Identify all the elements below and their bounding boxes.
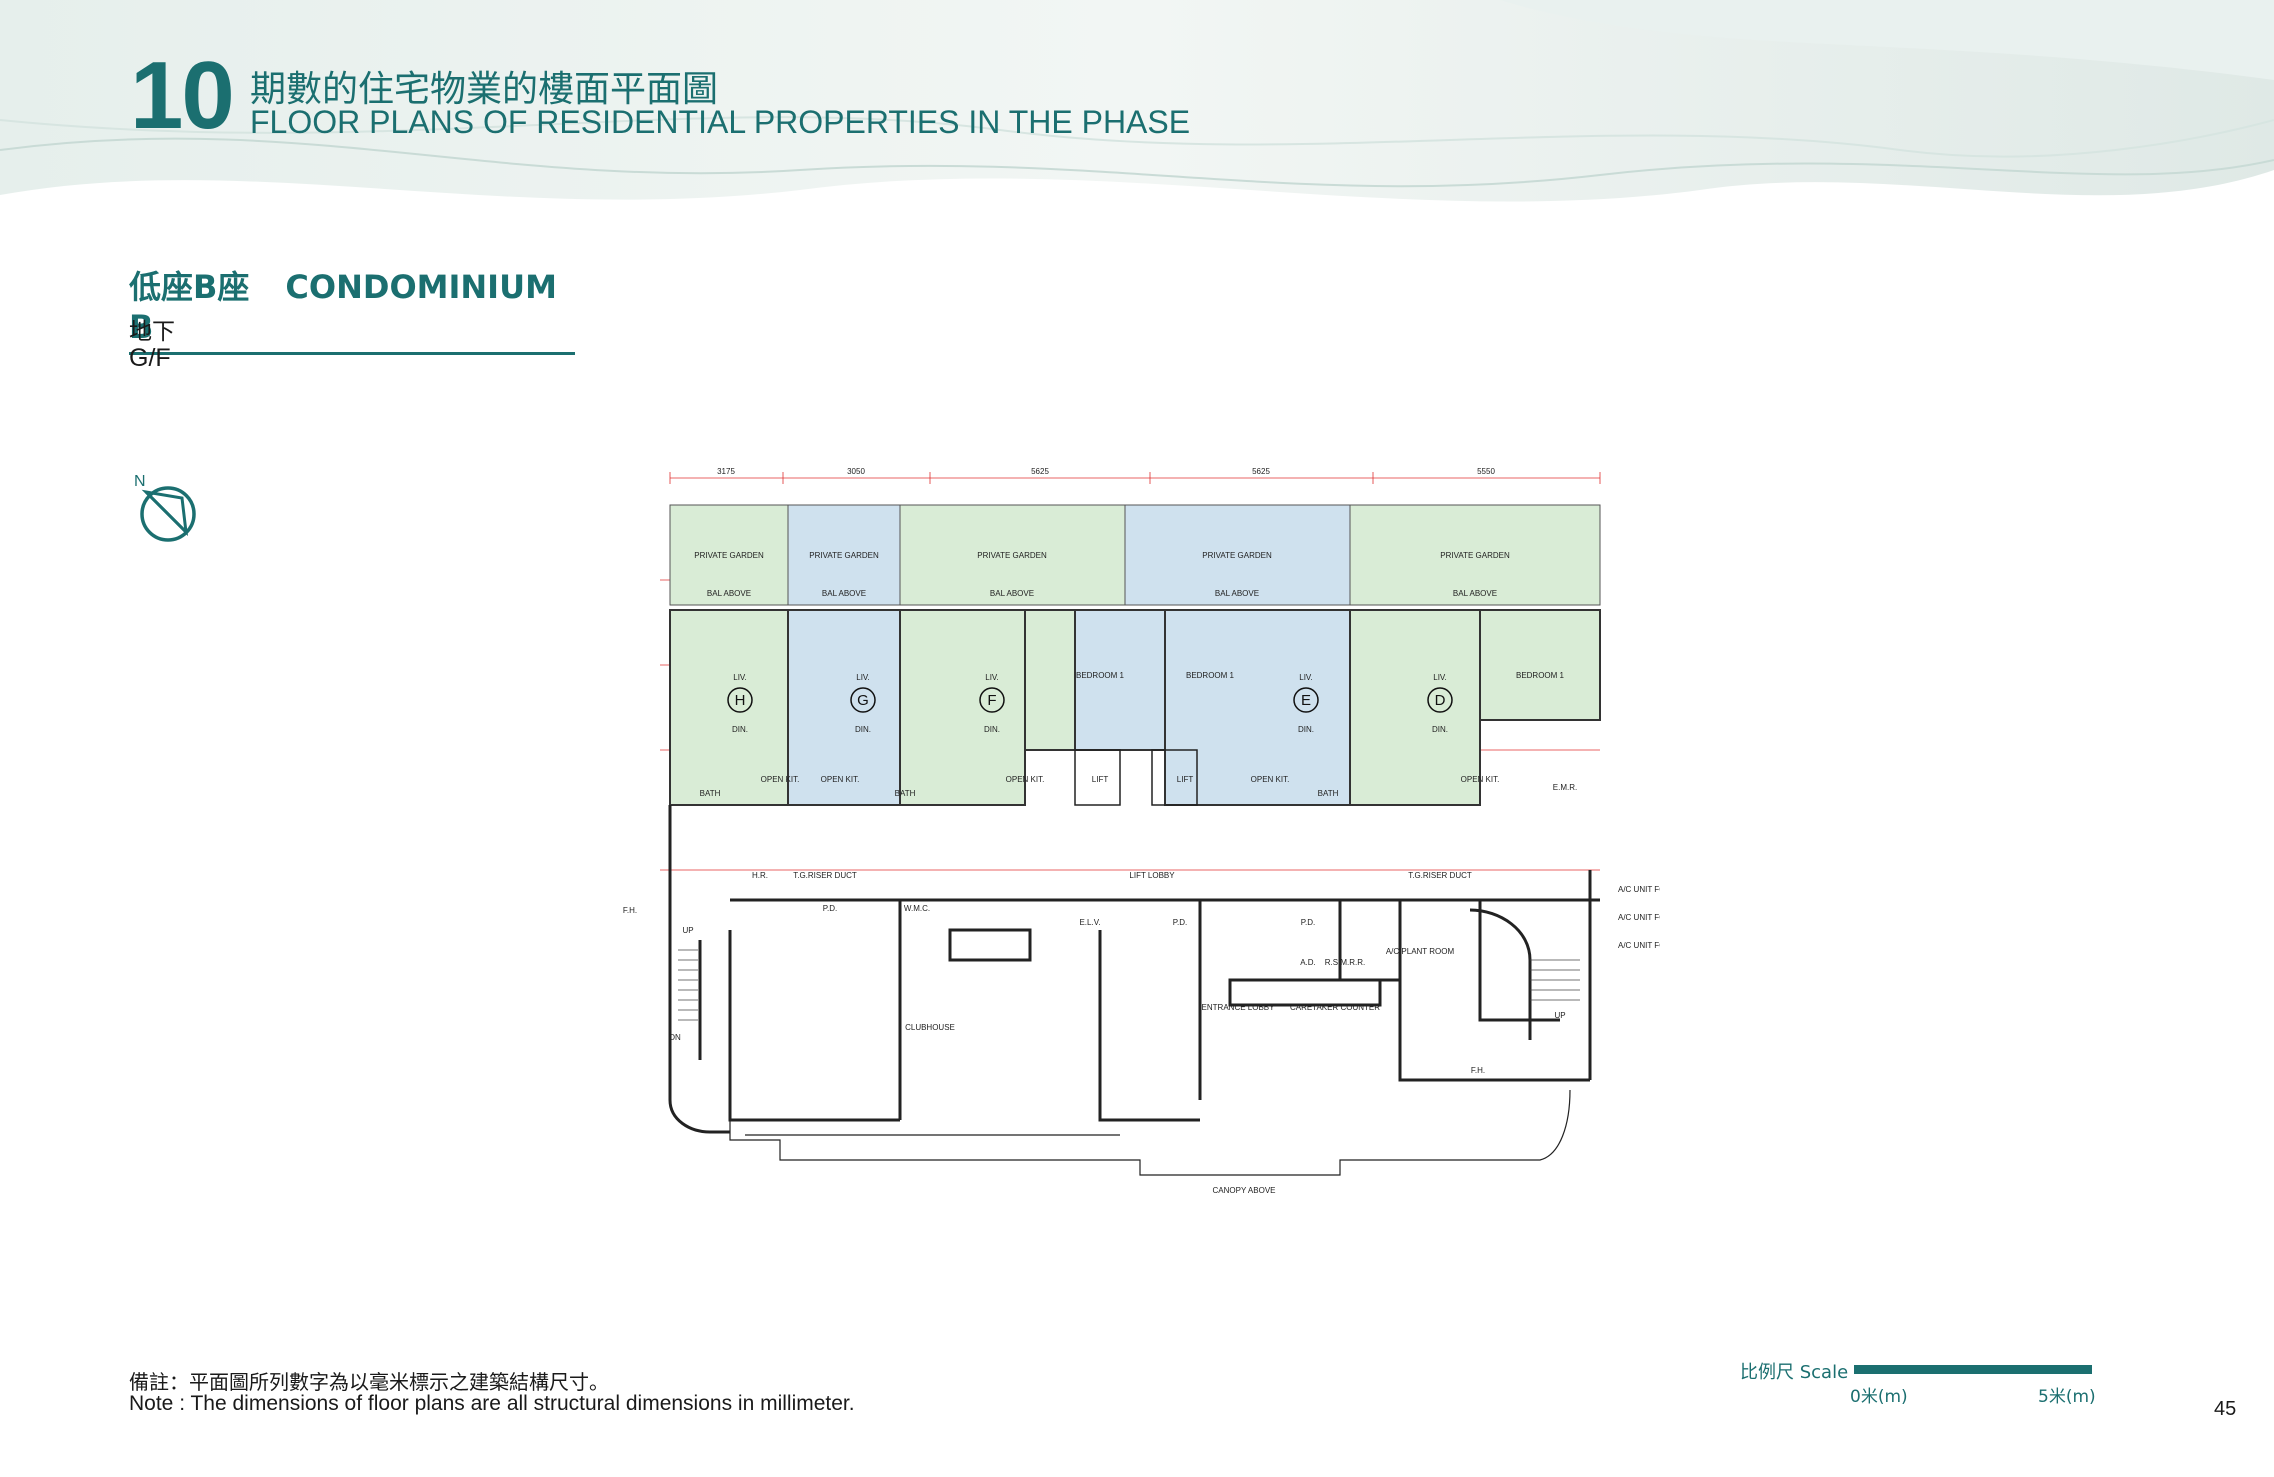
caretaker-label: CARETAKER COUNTER bbox=[1290, 1003, 1380, 1012]
ac-legend-item: A/C UNIT FOR FLAT D bbox=[1618, 941, 1660, 950]
room-label: LIFT LOBBY bbox=[1129, 871, 1175, 880]
bal-label: BAL ABOVE bbox=[1453, 589, 1497, 598]
section-title-cn: 期數的住宅物業的樓面平面圖 bbox=[250, 69, 719, 110]
garden-label: PRIVATE GARDEN bbox=[977, 551, 1047, 560]
room-label: BATH bbox=[895, 789, 916, 798]
room-label: DIN. bbox=[984, 725, 1000, 734]
top-dimensions: 3175 3050 5625 5625 5550 bbox=[717, 467, 1495, 476]
header-wave-banner bbox=[0, 0, 2274, 202]
entrance-lobby-label: ENTRANCE LOBBY bbox=[1202, 1003, 1276, 1012]
room-label: LIV. bbox=[1299, 673, 1313, 682]
outer-boundary bbox=[729, 1089, 1571, 1176]
room-label: BATH bbox=[700, 789, 721, 798]
garden-labels: PRIVATE GARDEN PRIVATE GARDEN PRIVATE GA… bbox=[694, 551, 1510, 598]
room-label: H.R. bbox=[752, 871, 768, 880]
room-label: OPEN KIT. bbox=[1251, 775, 1290, 784]
dim-label: 3050 bbox=[847, 467, 865, 476]
garden-label: PRIVATE GARDEN bbox=[1202, 551, 1272, 560]
room-label: LIV. bbox=[856, 673, 870, 682]
garden-label: PRIVATE GARDEN bbox=[1440, 551, 1510, 560]
note-cn: 備註：平面圖所列數字為以毫米標示之建築結構尺寸。 bbox=[129, 1370, 609, 1394]
room-label: OPEN KIT. bbox=[1006, 775, 1045, 784]
lower-walls bbox=[668, 805, 1600, 1134]
page-number: 45 bbox=[2214, 1398, 2237, 1420]
scale-zero-label: 0米(m) bbox=[1850, 1387, 1908, 1407]
garden-label: PRIVATE GARDEN bbox=[694, 551, 764, 560]
unit-letter: G bbox=[857, 692, 869, 709]
room-label: BATH bbox=[1318, 789, 1339, 798]
room-label: W.M.C. bbox=[904, 904, 930, 913]
room-label: LIFT bbox=[1092, 775, 1109, 784]
stair-label: UP bbox=[682, 926, 693, 935]
scale-bar-graphic bbox=[1854, 1365, 2092, 1374]
lift-shafts bbox=[1074, 749, 1198, 806]
room-label: LIV. bbox=[733, 673, 747, 682]
room-label: P.D. bbox=[1173, 918, 1188, 927]
note-en: Note : The dimensions of floor plans are… bbox=[129, 1392, 855, 1415]
room-label: LIV. bbox=[1433, 673, 1447, 682]
section-number: 10 bbox=[130, 42, 235, 149]
stair-hatch bbox=[678, 949, 1580, 1021]
stair-label: DN bbox=[669, 1033, 681, 1042]
room-label: A.D. bbox=[1300, 958, 1316, 967]
unit-letters: H G F E D bbox=[727, 687, 1453, 713]
scale-bar: 比例尺 Scale 0米(m) 5米(m) bbox=[1740, 1358, 2120, 1408]
dim-label: 5625 bbox=[1252, 467, 1270, 476]
floor-label-cn: 地下 bbox=[129, 319, 175, 345]
room-label: P.D. bbox=[823, 904, 838, 913]
room-label: BEDROOM 1 bbox=[1076, 671, 1125, 680]
dim-label: 5625 bbox=[1031, 467, 1049, 476]
bal-label: BAL ABOVE bbox=[822, 589, 866, 598]
canopy-label: CANOPY ABOVE bbox=[1213, 1186, 1276, 1195]
section-title-en: FLOOR PLANS OF RESIDENTIAL PROPERTIES IN… bbox=[250, 104, 1191, 140]
room-label: LIV. bbox=[985, 673, 999, 682]
room-labels: LIV. LIV. LIV. LIV. LIV. DIN. DIN. DIN. … bbox=[623, 671, 1577, 1195]
ac-legend-item: A/C UNIT FOR FLAT E & F bbox=[1618, 913, 1660, 922]
private-gardens bbox=[669, 504, 1601, 606]
unit-letter: F bbox=[987, 692, 996, 709]
compass-label: N bbox=[134, 473, 146, 490]
room-label: BEDROOM 1 bbox=[1186, 671, 1235, 680]
dim-label: 3175 bbox=[717, 467, 735, 476]
unit-letter: E bbox=[1301, 692, 1311, 709]
floor-plan: 3175 3050 5625 5625 5550 PRIVATE GARDEN … bbox=[623, 467, 1660, 1195]
room-label: BEDROOM 1 bbox=[1516, 671, 1565, 680]
bal-label: BAL ABOVE bbox=[1215, 589, 1259, 598]
scale-label: 比例尺 Scale bbox=[1740, 1362, 1849, 1383]
room-label: R.S.M.R.R. bbox=[1325, 958, 1365, 967]
scale-five-label: 5米(m) bbox=[2038, 1387, 2096, 1407]
room-label: DIN. bbox=[732, 725, 748, 734]
room-label: OPEN KIT. bbox=[821, 775, 860, 784]
garden-label: PRIVATE GARDEN bbox=[809, 551, 879, 560]
fh-label: F.H. bbox=[623, 906, 637, 915]
ac-legend-item: A/C UNIT FOR FLAT G & H bbox=[1618, 885, 1660, 894]
bal-label: BAL ABOVE bbox=[990, 589, 1034, 598]
bal-label: BAL ABOVE bbox=[707, 589, 751, 598]
north-compass-icon: N bbox=[134, 473, 196, 542]
dim-label: 5550 bbox=[1477, 467, 1495, 476]
room-label: A/C PLANT ROOM bbox=[1386, 947, 1455, 956]
room-label: P.D. bbox=[1301, 918, 1316, 927]
room-label: T.G.RISER DUCT bbox=[1408, 871, 1472, 880]
room-label: E.M.R. bbox=[1553, 783, 1577, 792]
unit-letter: H bbox=[735, 692, 746, 709]
floor-label-en: G/F bbox=[129, 344, 171, 372]
room-label: E.L.V. bbox=[1079, 918, 1100, 927]
room-label: DIN. bbox=[1298, 725, 1314, 734]
room-label: LIFT bbox=[1177, 775, 1194, 784]
block-title-cn: 低座B座 bbox=[129, 268, 250, 306]
room-label: OPEN KIT. bbox=[1461, 775, 1500, 784]
stair-label: UP bbox=[1554, 1011, 1565, 1020]
fh-label: F.H. bbox=[1471, 1066, 1485, 1075]
room-label: DIN. bbox=[855, 725, 871, 734]
block-title-en: CONDOMINIUM B bbox=[129, 268, 557, 346]
clubhouse-label: CLUBHOUSE bbox=[905, 1023, 955, 1032]
unit-letter: D bbox=[1435, 692, 1446, 709]
ac-legend: A/C UNIT FOR FLAT G & H A/C UNIT FOR FLA… bbox=[1618, 885, 1660, 950]
room-label: DIN. bbox=[1432, 725, 1448, 734]
room-label: OPEN KIT. bbox=[761, 775, 800, 784]
room-label: T.G.RISER DUCT bbox=[793, 871, 857, 880]
